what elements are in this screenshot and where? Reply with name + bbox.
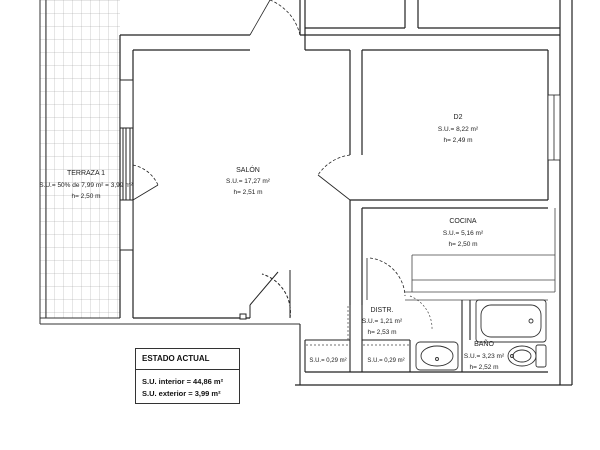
- exterior-walls: [119, 34, 561, 386]
- top-rooms: [299, 0, 573, 386]
- legend-interior: S.U. interior = 44,86 m²: [142, 377, 224, 386]
- distr-name: DISTR.: [371, 307, 394, 314]
- legend-title: ESTADO ACTUAL: [136, 349, 239, 370]
- bano-area: S.U.= 3,23 m²: [464, 353, 505, 360]
- cocina-area: S.U.= 5,16 m²: [443, 230, 484, 237]
- terraza-height: h= 2,50 m: [71, 193, 100, 200]
- terrace-windows: [119, 79, 134, 251]
- terrace-tiles: [40, 0, 120, 318]
- bano-name: BAÑO: [474, 339, 494, 348]
- door-cocina: [361, 257, 406, 300]
- terrace-outline: [39, 0, 300, 325]
- distr-walls: [299, 300, 471, 385]
- d2-area: S.U.= 8,22 m²: [438, 126, 479, 133]
- d2-name: D2: [454, 114, 463, 121]
- closet2-area: S.U.= 0,29 m²: [367, 358, 404, 364]
- door-top-salon: [249, 0, 301, 36]
- cocina-height: h= 2,50 m: [448, 241, 477, 248]
- door-terrace: [132, 164, 159, 201]
- d2-window: [547, 94, 561, 161]
- terraza-area: S.U.= 50% de 7,99 m² = 3,99 m²: [39, 182, 133, 189]
- bath-fixtures: [415, 299, 547, 371]
- bano-height: h= 2,52 m: [469, 364, 498, 371]
- closet1-area: S.U.= 0,29 m²: [309, 358, 346, 364]
- salon-name: SALÓN: [236, 165, 260, 174]
- legend-exterior: S.U. exterior = 3,99 m²: [142, 389, 221, 398]
- closet-doors: [306, 295, 433, 346]
- terraza-name: TERRAZA 1: [67, 170, 105, 177]
- legend-box: ESTADO ACTUAL S.U. interior = 44,86 m² S…: [135, 348, 240, 404]
- salon-area: S.U.= 17,27 m²: [226, 178, 271, 185]
- kitchen-counter: [405, 208, 556, 301]
- door-salon-bottom: [239, 270, 291, 320]
- door-d2: [317, 154, 351, 201]
- cocina-name: COCINA: [449, 218, 477, 225]
- distr-height: h= 2,53 m: [367, 329, 396, 336]
- d2-walls: [349, 50, 548, 305]
- salon-height: h= 2,51 m: [233, 189, 262, 196]
- d2-height: h= 2,49 m: [443, 137, 472, 144]
- distr-area: S.U.= 1,21 m²: [362, 318, 403, 325]
